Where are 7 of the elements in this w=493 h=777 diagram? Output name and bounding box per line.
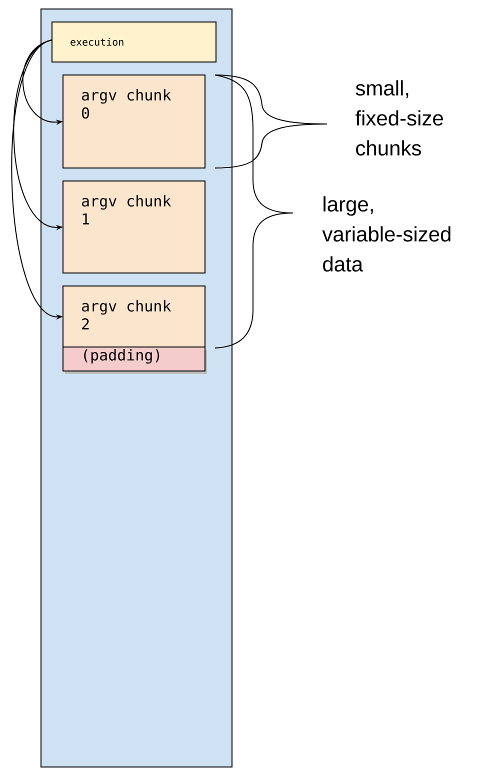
execution-box: execution: [52, 22, 216, 62]
chunk-box: argv chunk 0: [62, 74, 206, 168]
padding-box: (padding): [62, 346, 206, 372]
chunk-box: argv chunk 1: [62, 180, 206, 274]
bracket-label: large, variable-sized data: [322, 196, 450, 272]
chunk-box: argv chunk 2: [62, 286, 206, 348]
bracket-label: small, fixed-size chunks: [356, 80, 443, 156]
